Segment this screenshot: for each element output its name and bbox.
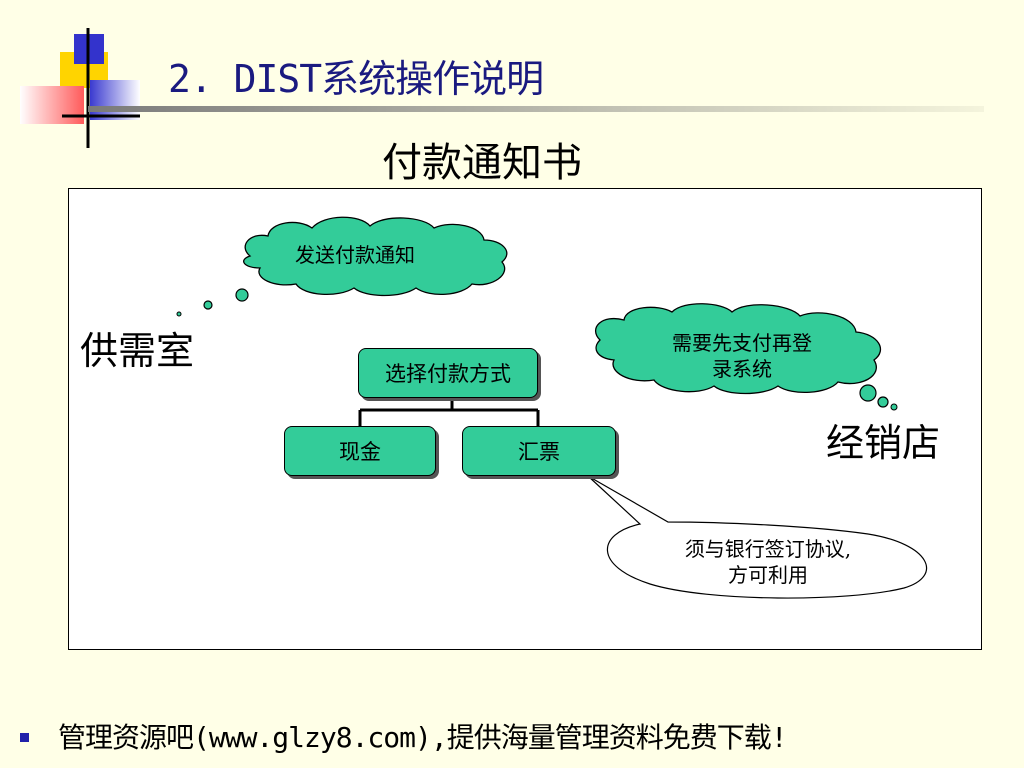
- remittance-label: 汇票: [518, 440, 560, 464]
- callout-bubble-shape: [587, 475, 927, 599]
- payment-method-label: 选择付款方式: [385, 362, 511, 386]
- diagram-canvas: [176, 216, 927, 599]
- cash-box: 现金: [284, 426, 436, 476]
- callout-line2: 方可利用: [728, 563, 808, 587]
- cloud-pay-first-line1: 需要先支付再登: [672, 331, 812, 355]
- tree-connector: [358, 398, 540, 426]
- remittance-box: 汇票: [462, 426, 616, 476]
- callout-line1: 须与银行签订协议,: [684, 537, 852, 561]
- payment-method-box: 选择付款方式: [358, 348, 538, 398]
- actor-dealer: 经销店: [826, 421, 941, 465]
- cloud-pay-first-line2: 录系统: [712, 357, 772, 381]
- cloud-pay-first-label: 需要先支付再登 录系统: [622, 330, 862, 382]
- cloud-send-shape: [176, 216, 508, 317]
- footer-bullet-icon: [20, 733, 29, 742]
- cloud-pay-first-shape: [594, 303, 898, 411]
- title-divider: [88, 106, 984, 112]
- cloud-send-label: 发送付款通知: [295, 243, 415, 267]
- callout-label: 须与银行签订协议, 方可利用: [628, 536, 908, 588]
- logo-squares-icon: [20, 28, 140, 148]
- page-subtitle-text: 付款通知书: [382, 140, 582, 186]
- footer-text: 管理资源吧(www.glzy8.com),提供海量管理资料免费下载!: [58, 721, 788, 754]
- cash-label: 现金: [339, 440, 381, 464]
- page-subtitle: 付款通知书: [0, 130, 1024, 188]
- page-title: 2. DIST系统操作说明: [168, 57, 544, 101]
- actor-supply-room: 供需室: [80, 329, 195, 373]
